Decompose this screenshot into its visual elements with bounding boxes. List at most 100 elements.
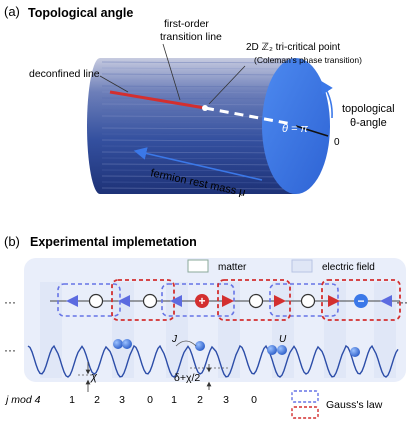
panel-b-title: Experimental implemetation <box>30 235 197 249</box>
deconfined-pointer <box>99 75 129 93</box>
electric-field-band <box>272 282 294 378</box>
delta-label: δ+χ/2 <box>174 372 200 384</box>
legend-field-label: electric field <box>322 262 375 273</box>
first-order-label-1: first-order <box>164 18 209 30</box>
legend-gauss-red-box <box>291 406 319 419</box>
first-order-pointer <box>162 43 181 101</box>
electric-field-arrow <box>170 295 182 307</box>
cylinder-stripe <box>101 97 295 100</box>
cylinder-stripe <box>101 115 295 118</box>
jmod-value: 3 <box>223 394 229 406</box>
cylinder-stripe <box>101 145 295 148</box>
chain-sites: +− <box>88 293 368 309</box>
atom <box>267 345 277 355</box>
cold-atoms <box>113 339 360 357</box>
cylinder-stripe <box>101 73 295 76</box>
parameter-cylinder <box>87 58 330 194</box>
chain-links <box>66 295 392 307</box>
panel-a-label: (a) <box>4 4 20 19</box>
electric-field-band <box>40 282 62 378</box>
jmod-values: 1 2 3 0 1 2 3 0 <box>69 394 257 406</box>
cylinder-stripe <box>101 139 295 142</box>
cylinder-stripe <box>101 169 295 172</box>
chi-label: χ <box>90 371 98 383</box>
gauss-law-box-blue <box>57 283 121 317</box>
legend-field-swatch <box>291 259 313 273</box>
atom <box>122 339 132 349</box>
hopping-J-label: J <box>171 334 178 345</box>
electric-field-band <box>166 282 188 378</box>
positive-charge-site <box>195 294 209 308</box>
cylinder-stripe <box>101 79 295 82</box>
jmod-value: 2 <box>94 394 100 406</box>
gauss-law-box-blue <box>269 283 339 317</box>
jmod-value: 1 <box>69 394 75 406</box>
tricritical-label-2: (Coleman's phase transition) <box>254 55 362 65</box>
atom <box>277 345 287 355</box>
cylinder-stripe <box>101 67 295 70</box>
tricritical-label-1: 2D ℤ₂ tri-critical point <box>246 42 340 53</box>
topological-label-1: topological <box>342 103 395 115</box>
fermion-mass-arrow <box>133 147 263 181</box>
gauss-law-box-red <box>217 279 291 321</box>
electric-field-arrow <box>380 295 392 307</box>
theta-zero-label: 0 <box>334 137 340 148</box>
first-order-label-2: transition line <box>160 31 222 43</box>
minus-sign: − <box>357 294 364 308</box>
electric-field-arrow <box>222 295 234 307</box>
jmod-value: 0 <box>147 394 153 406</box>
jmod-value: 2 <box>197 394 203 406</box>
jmod-label: j mod 4 <box>4 394 41 406</box>
cylinder-stripe <box>101 127 295 130</box>
chain-ellipsis-left: ··· <box>4 295 16 309</box>
electric-field-arrow <box>274 295 286 307</box>
cylinder-texture <box>101 61 295 190</box>
cylinder-stripe <box>101 103 295 106</box>
hopping-arc <box>175 340 197 347</box>
legend-gauss-blue-box <box>291 390 319 403</box>
electric-field-band <box>324 282 346 378</box>
theta-zero-radius <box>295 125 329 137</box>
negative-charge-site <box>354 294 368 308</box>
cylinder-stripe <box>101 121 295 124</box>
cylinder-stripe <box>101 133 295 136</box>
deconfined-line <box>109 90 206 110</box>
cylinder-stripe <box>101 91 295 94</box>
atom <box>350 347 360 357</box>
cylinder-stripe <box>101 181 295 184</box>
optical-lattice-potential <box>27 344 399 378</box>
electric-field-arrow <box>66 295 78 307</box>
matter-site-empty <box>300 293 316 309</box>
topological-label-2: θ-angle <box>350 117 387 129</box>
matter-site-empty <box>248 293 264 309</box>
electric-field-band <box>112 282 134 378</box>
jmod-value: 3 <box>119 394 125 406</box>
jmod-value: 0 <box>251 394 257 406</box>
plus-sign: + <box>198 294 205 308</box>
legend-matter-label: matter <box>218 262 247 273</box>
cylinder-stripe <box>101 85 295 88</box>
chain-ellipsis-right: ··· <box>396 295 408 309</box>
electric-field-arrow <box>328 295 340 307</box>
electric-field-arrow <box>118 295 130 307</box>
gauss-law-box-blue <box>161 283 235 317</box>
legend-gauss-label: Gauss's law <box>326 399 383 411</box>
lattice-ellipsis-left: ··· <box>4 343 16 357</box>
jmod-value: 1 <box>171 394 177 406</box>
panel-b-label: (b) <box>4 234 20 249</box>
matter-site-empty <box>88 293 104 309</box>
deconfined-label: deconfined line <box>29 68 100 80</box>
tricritical-point-marker <box>202 105 208 111</box>
cylinder-stripe <box>101 109 295 112</box>
panel-a-title: Topological angle <box>28 6 133 20</box>
matter-site-empty <box>142 293 158 309</box>
atom <box>195 341 205 351</box>
electric-field-band <box>218 282 240 378</box>
cylinder-stripe <box>101 187 295 190</box>
theta-pi-label: θ = π <box>282 123 309 135</box>
theta-rotation-arrow <box>320 80 333 119</box>
cylinder-stripe <box>101 61 295 64</box>
tricritical-pointer <box>208 65 246 105</box>
legend-matter-swatch <box>187 259 209 273</box>
